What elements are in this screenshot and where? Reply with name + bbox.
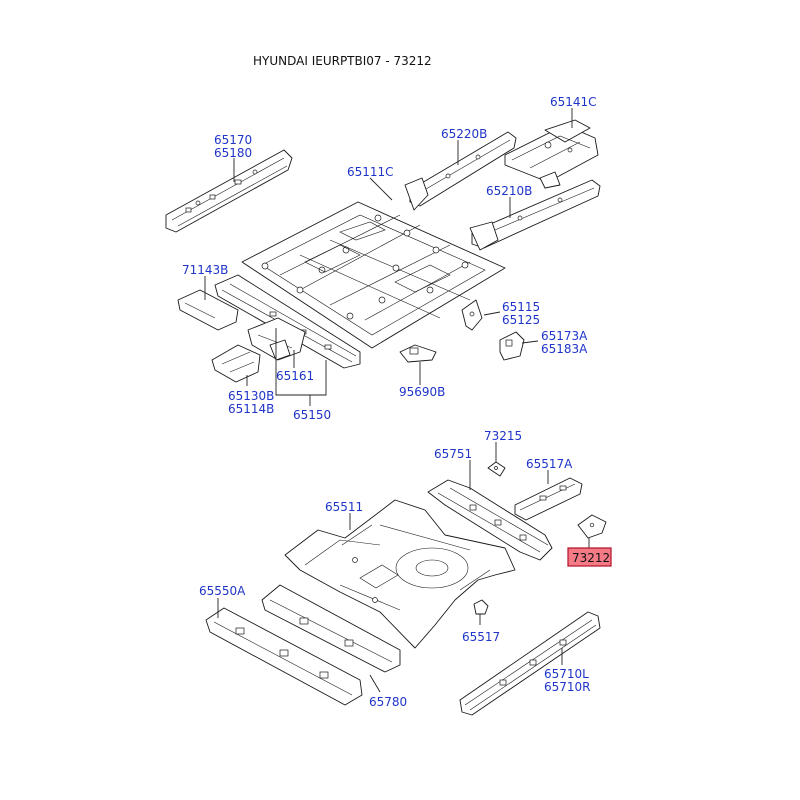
label-65114B[interactable]: 65114B xyxy=(228,402,274,416)
part-65210B-rail[interactable] xyxy=(469,179,601,251)
part-65130B-bracket[interactable] xyxy=(211,344,261,383)
label-65170[interactable]: 65170 xyxy=(214,133,252,147)
part-65710L-side-member[interactable] xyxy=(459,611,601,716)
part-73215[interactable] xyxy=(487,461,506,477)
part-65751-rail[interactable] xyxy=(427,479,553,561)
label-65125[interactable]: 65125 xyxy=(502,313,540,327)
label-73215[interactable]: 73215 xyxy=(484,429,522,443)
label-65511[interactable]: 65511 xyxy=(325,500,363,514)
label-65710L[interactable]: 65710L xyxy=(544,667,589,681)
label-73212[interactable]: 73212 xyxy=(572,551,610,565)
label-71143B[interactable]: 71143B xyxy=(182,263,228,277)
part-65141C-bracket[interactable] xyxy=(504,119,599,189)
label-65111C[interactable]: 65111C xyxy=(347,165,394,179)
part-65173A-bracket[interactable] xyxy=(499,331,525,361)
part-65161-bracket[interactable] xyxy=(247,317,306,361)
part-65115-bracket[interactable] xyxy=(461,299,483,331)
part-71143B-crossmember[interactable] xyxy=(177,274,361,369)
part-65517A-bracket[interactable] xyxy=(514,477,583,521)
label-65550A[interactable]: 65550A xyxy=(199,584,246,598)
label-65130B[interactable]: 65130B xyxy=(228,389,274,403)
part-65550A-crossmember[interactable] xyxy=(205,584,401,706)
label-65183A[interactable]: 65183A xyxy=(541,342,588,356)
label-65780[interactable]: 65780 xyxy=(369,695,407,709)
label-65517A[interactable]: 65517A xyxy=(526,457,573,471)
label-65220B[interactable]: 65220B xyxy=(441,127,487,141)
label-65141C[interactable]: 65141C xyxy=(550,95,597,109)
label-65517[interactable]: 65517 xyxy=(462,630,500,644)
part-95690B-clip[interactable] xyxy=(399,344,437,363)
part-65511-rear-floor[interactable] xyxy=(284,499,516,649)
part-65220B-rail[interactable] xyxy=(404,131,517,211)
label-65150[interactable]: 65150 xyxy=(293,408,331,422)
label-65161[interactable]: 65161 xyxy=(276,369,314,383)
leader-lines xyxy=(204,108,590,693)
part-labels: 65170 65180 65220B 65141C 65111C 65210B … xyxy=(182,95,612,709)
label-65115[interactable]: 65115 xyxy=(502,300,540,314)
part-65111C-floor-panel[interactable] xyxy=(241,201,506,349)
part-65517[interactable] xyxy=(473,599,489,615)
label-65751[interactable]: 65751 xyxy=(434,447,472,461)
label-65210B[interactable]: 65210B xyxy=(486,184,532,198)
label-65710R[interactable]: 65710R xyxy=(544,680,591,694)
diagram-title: HYUNDAI IEURPTBI07 - 73212 xyxy=(253,54,432,68)
part-65170-side-member[interactable] xyxy=(165,149,293,233)
label-65173A[interactable]: 65173A xyxy=(541,329,588,343)
part-73212[interactable] xyxy=(577,514,607,539)
label-65180[interactable]: 65180 xyxy=(214,146,252,160)
label-95690B[interactable]: 95690B xyxy=(399,385,445,399)
highlight-box-73212 xyxy=(567,547,612,567)
